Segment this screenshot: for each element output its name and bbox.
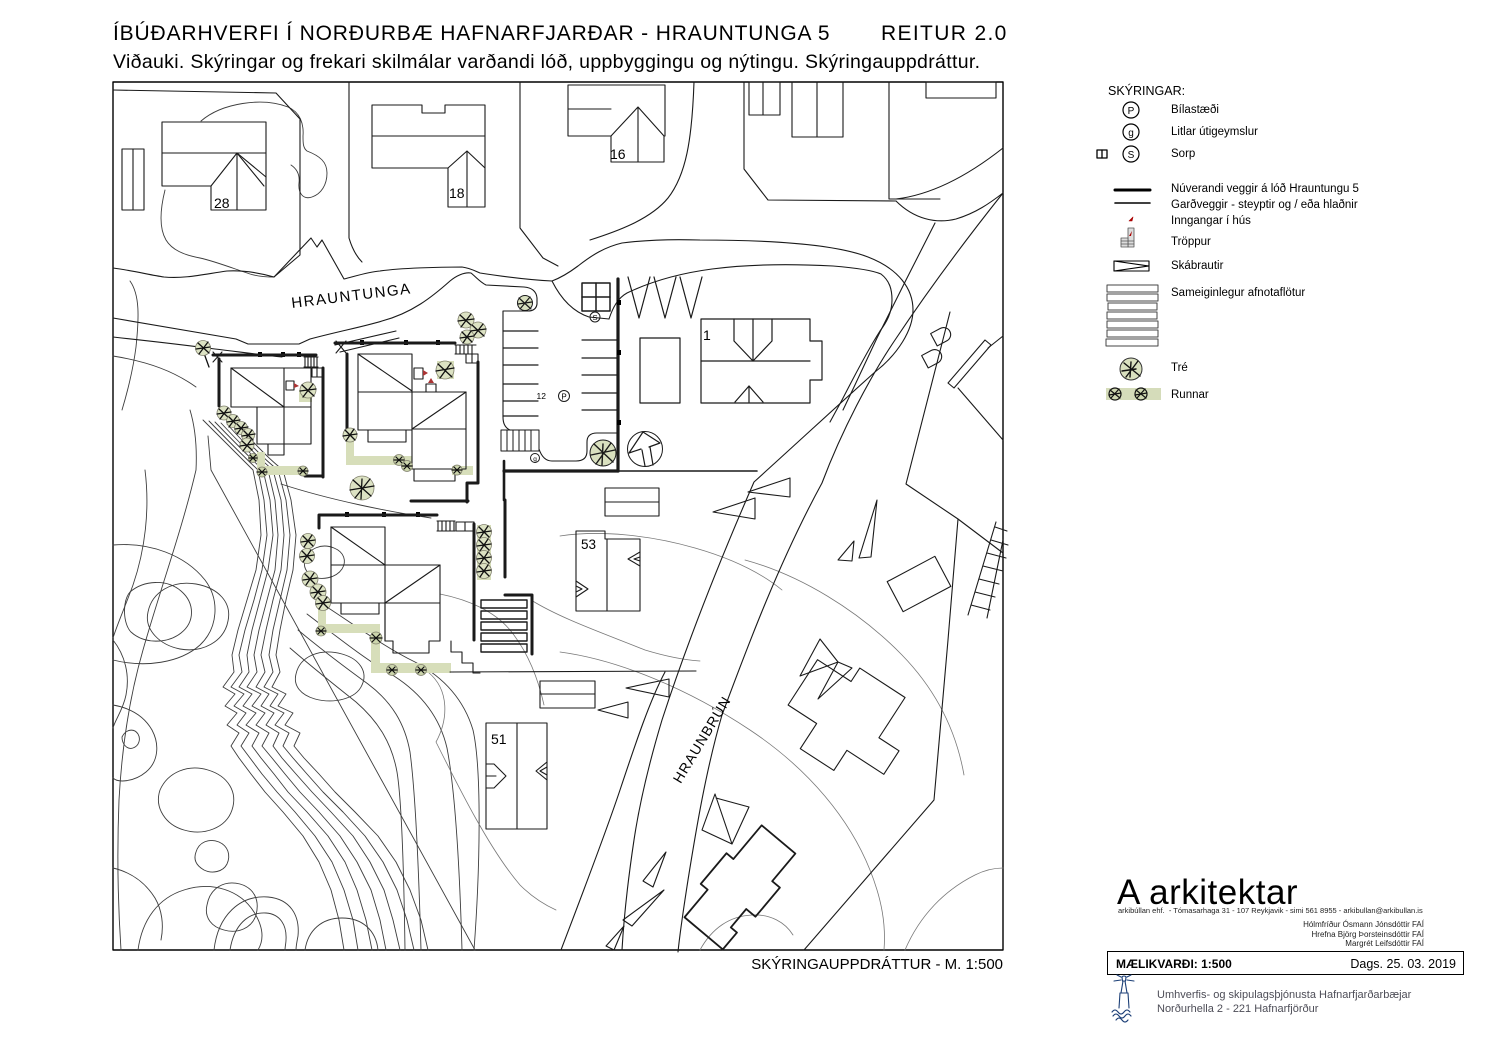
svg-text:S: S (1128, 150, 1135, 161)
svg-text:51: 51 (491, 731, 507, 747)
svg-text:g: g (1128, 128, 1134, 139)
svg-text:g: g (533, 456, 537, 463)
svg-text:P: P (561, 393, 566, 402)
svg-text:HRAUNBRÚN: HRAUNBRÚN (670, 693, 734, 786)
svg-text:53: 53 (581, 537, 596, 552)
svg-text:28: 28 (214, 195, 230, 211)
svg-text:P: P (1128, 106, 1135, 117)
svg-text:12: 12 (537, 391, 547, 401)
svg-text:1: 1 (703, 327, 711, 343)
svg-text:HRAUNTUNGA: HRAUNTUNGA (290, 280, 412, 312)
svg-text:S: S (592, 313, 597, 322)
svg-text:18: 18 (449, 185, 465, 201)
svg-text:16: 16 (610, 146, 626, 162)
